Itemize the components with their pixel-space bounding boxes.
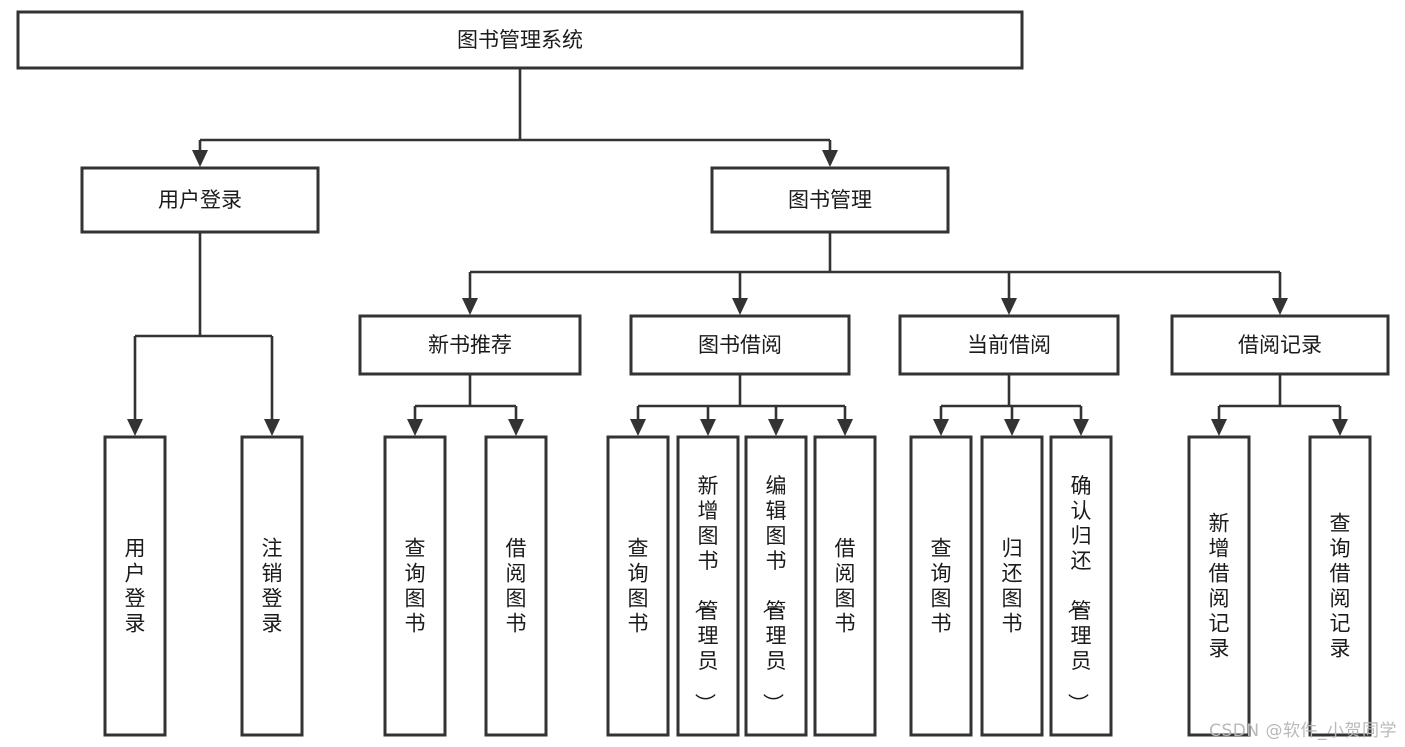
node-leaf-query-book-1[interactable]: 查询图书 — [383, 435, 447, 737]
node-leaf-confirm-return[interactable]: 确认归还（管理员） — [1049, 435, 1113, 737]
node-label-leaf-edit-book: 编辑图书（管理员） — [761, 474, 787, 714]
connector-arrowhead — [837, 419, 853, 436]
node-box-leaf-query-book-2 — [606, 435, 670, 737]
watermark-text: CSDN @软件_小贺同学 — [1209, 721, 1397, 741]
node-new-book-rec[interactable]: 新书推荐 — [358, 314, 582, 376]
node-box-book-manage — [710, 166, 950, 234]
node-borrow-record[interactable]: 借阅记录 — [1170, 314, 1390, 376]
node-box-leaf-logout-login — [240, 435, 304, 737]
connector-arrowhead — [127, 419, 143, 436]
connector-arrowhead — [1001, 298, 1017, 315]
node-box-leaf-user-login — [103, 435, 167, 737]
node-label-leaf-borrow-book-2: 借阅图书 — [835, 537, 856, 636]
node-box-leaf-query-record — [1308, 435, 1372, 737]
connector-root-to-level2 — [192, 68, 838, 167]
node-label-new-book-rec: 新书推荐 — [428, 333, 512, 357]
node-leaf-edit-book[interactable]: 编辑图书（管理员） — [744, 435, 808, 737]
connector-arrowhead — [1332, 419, 1348, 436]
node-label-leaf-query-book-2: 查询图书 — [628, 537, 649, 636]
connector-arrowhead — [630, 419, 646, 436]
connector-arrowhead — [822, 150, 838, 167]
node-current-borrow[interactable]: 当前借阅 — [898, 314, 1120, 376]
node-label-undefined: 图书管理系统 — [457, 28, 583, 52]
connector-arrowhead — [192, 150, 208, 167]
node-label-leaf-borrow-book-1: 借阅图书 — [506, 537, 527, 636]
connector-current-borrow-to-leaves — [933, 374, 1089, 436]
node-leaf-add-book[interactable]: 新增图书（管理员） — [676, 435, 740, 737]
node-label-user-login: 用户登录 — [158, 188, 242, 212]
node-box-leaf-confirm-return — [1049, 435, 1113, 737]
connector-book-manage-to-level3 — [462, 232, 1288, 315]
node-label-current-borrow: 当前借阅 — [967, 333, 1051, 357]
node-box-leaf-borrow-book-2 — [813, 435, 877, 737]
node-box-borrow-record — [1170, 314, 1390, 376]
node-box-new-book-rec — [358, 314, 582, 376]
connector-arrowhead — [264, 419, 280, 436]
node-book-borrow[interactable]: 图书借阅 — [629, 314, 851, 376]
node-box-undefined — [16, 10, 1024, 70]
node-label-leaf-query-book-1: 查询图书 — [405, 537, 426, 636]
connector-arrowhead — [1004, 419, 1020, 436]
node-book-manage[interactable]: 图书管理 — [710, 166, 950, 234]
node-label-leaf-confirm-return: 确认归还（管理员） — [1066, 474, 1092, 714]
connector-arrowhead — [1272, 298, 1288, 315]
node-leaf-borrow-book-1[interactable]: 借阅图书 — [484, 435, 548, 737]
connector-arrowhead — [732, 298, 748, 315]
connector-arrowhead — [933, 419, 949, 436]
node-box-book-borrow — [629, 314, 851, 376]
node-box-leaf-add-record — [1187, 435, 1251, 737]
node-box-leaf-add-book — [676, 435, 740, 737]
connector-user-login-to-leaves — [127, 232, 280, 436]
connector-arrowhead — [1211, 419, 1227, 436]
node-box-leaf-edit-book — [744, 435, 808, 737]
node-user-login[interactable]: 用户登录 — [80, 166, 320, 234]
node-undefined[interactable]: 图书管理系统 — [16, 10, 1024, 70]
node-leaf-query-book-2[interactable]: 查询图书 — [606, 435, 670, 737]
node-leaf-borrow-book-2[interactable]: 借阅图书 — [813, 435, 877, 737]
connector-arrowhead — [700, 419, 716, 436]
connector-arrowhead — [1073, 419, 1089, 436]
node-label-leaf-user-login: 用户登录 — [125, 537, 146, 636]
node-box-leaf-query-book-1 — [383, 435, 447, 737]
connector-new-book-rec-to-leaves — [407, 374, 524, 436]
connector-book-borrow-to-leaves — [630, 374, 853, 436]
connector-arrowhead — [462, 298, 478, 315]
node-leaf-query-record[interactable]: 查询借阅记录 — [1308, 435, 1372, 737]
node-label-leaf-add-book: 新增图书（管理员） — [693, 474, 719, 714]
node-label-leaf-logout-login: 注销登录 — [262, 537, 283, 636]
node-label-book-manage: 图书管理 — [788, 188, 872, 212]
node-box-current-borrow — [898, 314, 1120, 376]
node-label-leaf-add-record: 新增借阅记录 — [1209, 512, 1230, 661]
connector-arrowhead — [508, 419, 524, 436]
node-box-user-login — [80, 166, 320, 234]
connector-layer — [127, 68, 1348, 436]
node-leaf-add-record[interactable]: 新增借阅记录 — [1187, 435, 1251, 737]
node-label-book-borrow: 图书借阅 — [698, 333, 782, 357]
node-leaf-logout-login[interactable]: 注销登录 — [240, 435, 304, 737]
node-leaf-query-book-3[interactable]: 查询图书 — [909, 435, 973, 737]
node-box-leaf-query-book-3 — [909, 435, 973, 737]
node-label-leaf-query-book-3: 查询图书 — [931, 537, 952, 636]
node-label-borrow-record: 借阅记录 — [1238, 333, 1322, 357]
node-box-leaf-borrow-book-1 — [484, 435, 548, 737]
node-layer: 图书管理系统用户登录图书管理新书推荐图书借阅当前借阅借阅记录用户登录注销登录查询… — [16, 10, 1390, 737]
connector-borrow-record-to-leaves — [1211, 374, 1348, 436]
node-leaf-return-book[interactable]: 归还图书 — [980, 435, 1044, 737]
node-box-leaf-return-book — [980, 435, 1044, 737]
node-leaf-user-login[interactable]: 用户登录 — [103, 435, 167, 737]
connector-arrowhead — [768, 419, 784, 436]
connector-arrowhead — [407, 419, 423, 436]
node-label-leaf-return-book: 归还图书 — [1002, 537, 1023, 636]
node-label-leaf-query-record: 查询借阅记录 — [1330, 512, 1351, 661]
